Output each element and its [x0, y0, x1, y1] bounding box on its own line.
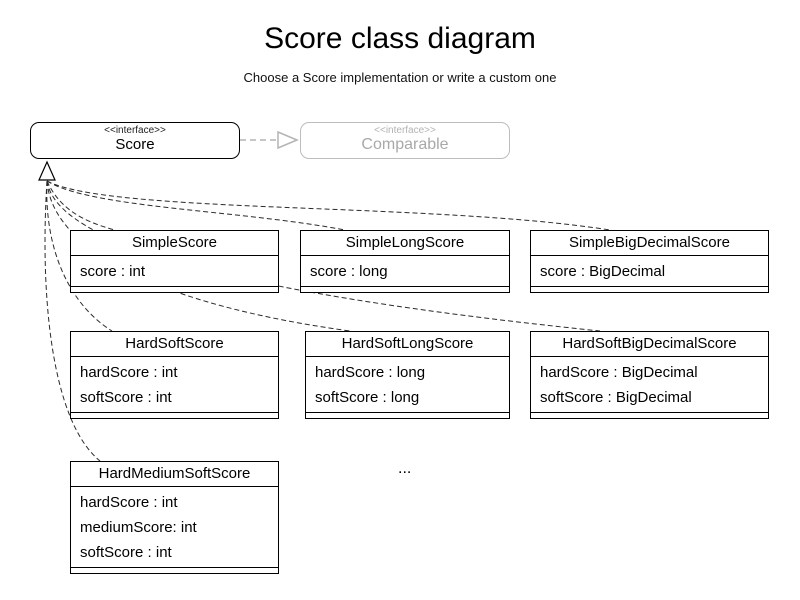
- class-attribute: softScore : int: [80, 544, 172, 561]
- class-attribute: mediumScore: int: [80, 519, 197, 536]
- class-attributes: score : BigDecimal: [531, 256, 768, 286]
- class-name: SimpleBigDecimalScore: [531, 231, 768, 256]
- stereotype-label: <<interface>>: [374, 125, 436, 136]
- class-methods-compartment: [71, 412, 278, 418]
- interface-box-score: <<interface>> Score: [30, 122, 240, 159]
- class-attribute: hardScore : int: [80, 494, 178, 511]
- class-attribute: hardScore : long: [315, 364, 426, 381]
- class-box-simplelongscore: SimpleLongScore score : long: [300, 230, 510, 293]
- class-attributes: score : int: [71, 256, 278, 286]
- class-methods-compartment: [301, 286, 509, 292]
- line-to-hardmediumsoftscore: [44, 180, 101, 462]
- class-attributes: hardScore : long softScore : long: [306, 357, 509, 412]
- class-box-simplebigdecimalscore: SimpleBigDecimalScore score : BigDecimal: [530, 230, 769, 293]
- class-methods-compartment: [71, 286, 278, 292]
- realization-arrow: [240, 130, 299, 150]
- class-name: SimpleLongScore: [301, 231, 509, 256]
- interface-name: Comparable: [361, 136, 449, 153]
- class-methods-compartment: [531, 286, 768, 292]
- line-to-simplebigdecimalscore: [46, 180, 611, 231]
- class-name: HardSoftLongScore: [306, 332, 509, 357]
- class-attribute: score : int: [80, 263, 146, 280]
- class-methods-compartment: [306, 412, 509, 418]
- class-attributes: hardScore : BigDecimal softScore : BigDe…: [531, 357, 768, 412]
- class-attribute: softScore : int: [80, 389, 172, 406]
- class-box-simplescore: SimpleScore score : int: [70, 230, 279, 293]
- class-name: HardMediumSoftScore: [71, 462, 278, 487]
- class-box-hardsoftbigdecimalscore: HardSoftBigDecimalScore hardScore : BigD…: [530, 331, 769, 419]
- class-attribute: score : BigDecimal: [540, 263, 666, 280]
- class-name: SimpleScore: [71, 231, 278, 256]
- stereotype-label: <<interface>>: [104, 125, 166, 136]
- class-box-hardsoftscore: HardSoftScore hardScore : int softScore …: [70, 331, 279, 419]
- class-attribute: hardScore : int: [80, 364, 178, 381]
- class-name: HardSoftScore: [71, 332, 278, 357]
- more-implementations-ellipsis: ...: [398, 460, 412, 477]
- implementation-lines: [44, 180, 611, 462]
- class-methods-compartment: [71, 567, 278, 573]
- class-box-hardmediumsoftscore: HardMediumSoftScore hardScore : int medi…: [70, 461, 279, 574]
- class-attribute: hardScore : BigDecimal: [540, 364, 698, 381]
- class-methods-compartment: [531, 412, 768, 418]
- line-to-hardsoftbigdecimalscore: [46, 180, 601, 332]
- class-attributes: hardScore : int mediumScore: int softSco…: [71, 487, 278, 567]
- class-box-hardsoftlongscore: HardSoftLongScore hardScore : long softS…: [305, 331, 510, 419]
- class-name: HardSoftBigDecimalScore: [531, 332, 768, 357]
- class-attributes: hardScore : int softScore : int: [71, 357, 278, 412]
- line-to-simplelongscore: [46, 180, 346, 231]
- class-attribute: softScore : BigDecimal: [540, 389, 692, 406]
- inheritance-triangle: [38, 160, 56, 181]
- line-to-hardsoftscore: [46, 180, 113, 332]
- class-attributes: score : long: [301, 256, 509, 286]
- interface-name: Score: [115, 136, 155, 153]
- class-attribute: softScore : long: [315, 389, 420, 406]
- interface-box-comparable: <<interface>> Comparable: [300, 122, 510, 159]
- class-attribute: score : long: [310, 263, 388, 280]
- page-title: Score class diagram: [264, 22, 536, 55]
- line-to-simplescore: [46, 180, 116, 231]
- page-subtitle: Choose a Score implementation or write a…: [243, 70, 557, 85]
